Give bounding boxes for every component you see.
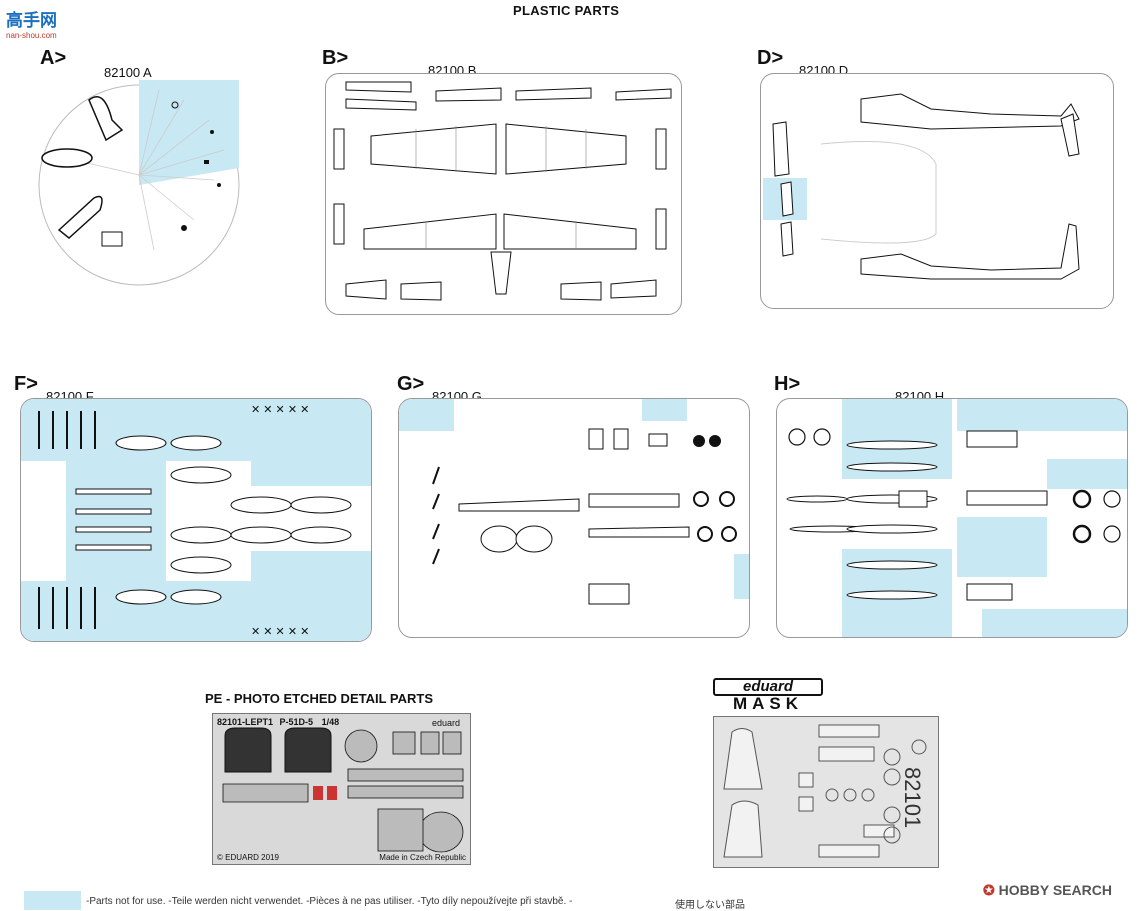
pe-fret-name: P-51D-5 (279, 717, 314, 727)
sprue-a-code: 82100 A (104, 65, 152, 80)
sprue-h-drawing (786, 428, 1121, 601)
watermark-logo: 高手网 nan-shou.com (6, 6, 68, 40)
sprue-a-drawing (38, 80, 240, 286)
page-title: PLASTIC PARTS (513, 3, 620, 18)
sprue-d-letter: D> (757, 47, 784, 69)
sprue-g-drawing (432, 428, 737, 605)
sprue-f-drawing: ✕ ✕ ✕ ✕ ✕ ✕ ✕ ✕ ✕ ✕ (38, 404, 352, 638)
sprue-h-letter: H> (774, 373, 801, 395)
sprue-d (760, 73, 1114, 309)
pe-copyright: © EDUARD 2019 (217, 853, 279, 862)
pe-fret-brand: eduard (431, 718, 460, 728)
mask-code: 82101 (900, 767, 925, 829)
pe-title: PE - PHOTO ETCHED DETAIL PARTS (205, 691, 434, 706)
sprue-g-unused-topright (642, 399, 687, 421)
sprue-h-unused-e (957, 517, 1047, 577)
mask-sheet: 82101 (713, 716, 939, 868)
pe-fret-drawing (222, 727, 464, 853)
sprue-a (34, 80, 244, 290)
sprue-g (398, 398, 750, 638)
sprue-g-unused-topleft (399, 399, 454, 431)
sprue-h-unused-b (957, 399, 1127, 431)
sprue-b-letter: B> (322, 47, 349, 69)
sprue-b (325, 73, 682, 315)
pe-fret: 82101-LEPT1 P-51D-5 1/48 eduard © EDUARD… (212, 713, 471, 865)
watermark-url: nan-shou.com (6, 31, 57, 40)
svg-text:✕ ✕ ✕ ✕ ✕: ✕ ✕ ✕ ✕ ✕ (251, 404, 309, 416)
pe-fret-scale: 1/48 (321, 717, 340, 727)
sprue-h (776, 398, 1128, 638)
sprue-f-unused-top (21, 399, 371, 461)
sprue-h-unused-f (982, 609, 1127, 637)
pe-fret-code: 82101-LEPT1 (217, 717, 274, 727)
mask-logo: eduard MASK (713, 678, 823, 712)
sprue-f: ✕ ✕ ✕ ✕ ✕ ✕ ✕ ✕ ✕ ✕ (20, 398, 372, 642)
sprue-f-letter: F> (14, 373, 38, 395)
sprue-g-letter: G> (397, 373, 425, 395)
hobby-search-text: HOBBY SEARCH (998, 882, 1112, 898)
sprue-f-unused-right2 (251, 551, 371, 581)
legend-jp-text: 使用しない部品 (675, 900, 745, 911)
sprue-f-unused-mid (66, 461, 166, 581)
hobby-search-logo: ✪ HOBBY SEARCH (983, 882, 1112, 899)
sprue-d-drawing (772, 93, 1080, 280)
sprue-f-unused-right1 (251, 461, 371, 486)
pe-fret-header: 82101-LEPT1 P-51D-5 1/48 (217, 717, 339, 727)
watermark-logo-text: 高手网 (6, 11, 57, 30)
svg-text:✕ ✕ ✕ ✕ ✕: ✕ ✕ ✕ ✕ ✕ (251, 626, 309, 638)
mask-brand: eduard (713, 678, 823, 696)
mask-label: MASK (732, 694, 804, 713)
pe-made-in: Made in Czech Republic (379, 853, 466, 862)
sprue-b-drawing (333, 81, 672, 301)
hobby-search-icon: ✪ (983, 882, 995, 898)
sprue-g-unused-right (734, 554, 749, 599)
sprue-a-letter: A> (40, 47, 67, 69)
legend-swatch (24, 891, 81, 910)
sprue-h-unused-c (1047, 459, 1127, 489)
legend-text: -Parts not for use. -Teile werden nicht … (86, 896, 573, 907)
mask-sheet-drawing (723, 724, 927, 858)
